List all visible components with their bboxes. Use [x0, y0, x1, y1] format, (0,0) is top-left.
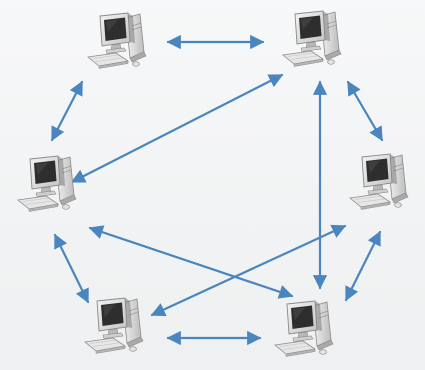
- link-arrow-pc-mid-right-to-pc-bottom-right: [344, 230, 382, 302]
- desktop-computer-icon: [84, 297, 144, 354]
- link-arrow-pc-mid-left-to-pc-bottom-right: [88, 225, 294, 299]
- nodes-layer: [17, 10, 409, 357]
- desktop-computer-pc-mid-right: [349, 153, 409, 210]
- link-arrow-pc-mid-left-to-pc-bottom-left: [53, 233, 90, 304]
- desktop-computer-pc-bottom-left: [84, 297, 144, 354]
- desktop-computer-pc-top-left: [87, 12, 147, 69]
- link-arrow-pc-top-right-to-pc-mid-right: [346, 80, 384, 142]
- desktop-computer-icon: [17, 155, 77, 212]
- link-arrow-pc-top-left-to-pc-mid-left: [50, 80, 84, 142]
- desktop-computer-icon: [349, 153, 409, 210]
- desktop-computer-icon: [282, 10, 342, 67]
- desktop-computer-pc-bottom-right: [274, 300, 334, 357]
- desktop-computer-pc-top-right: [282, 10, 342, 67]
- desktop-computer-icon: [87, 12, 147, 69]
- links-layer: [50, 34, 384, 346]
- link-arrow-pc-mid-right-to-pc-bottom-left: [150, 224, 347, 317]
- link-arrow-pc-top-right-to-pc-mid-left: [70, 73, 284, 184]
- desktop-computer-icon: [274, 300, 334, 357]
- desktop-computer-pc-mid-left: [17, 155, 77, 212]
